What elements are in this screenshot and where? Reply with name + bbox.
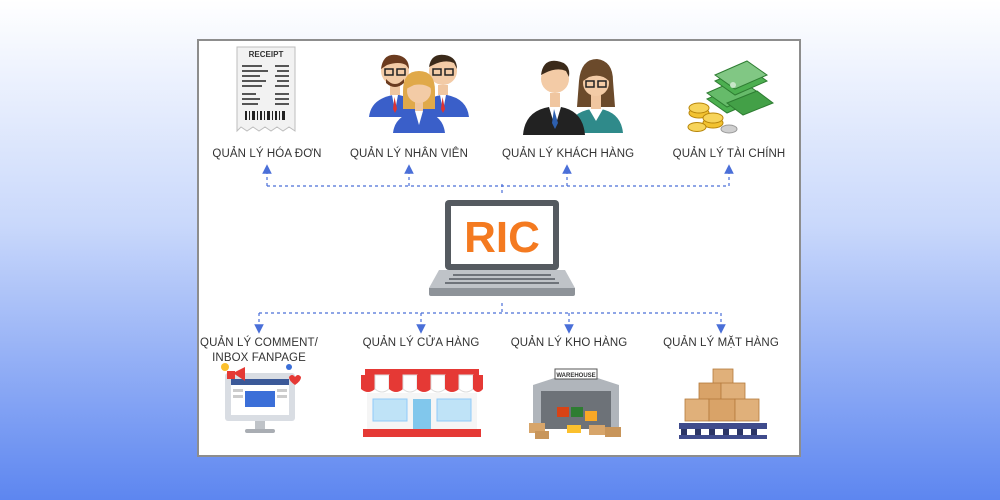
money-icon (687, 60, 775, 134)
laptop-icon: RIC (429, 200, 575, 296)
label-fanpage-line2: INBOX FANPAGE (212, 352, 306, 364)
receipt-icon: RECEIPT (236, 46, 296, 133)
label-quan-ly-nhan-vien: QUẢN LÝ NHÂN VIÊN (349, 148, 468, 160)
warehouse-icon: WAREHOUSE (529, 368, 621, 439)
label-quan-ly-hoa-don: QUẢN LÝ HÓA ĐƠN (212, 148, 322, 160)
label-quan-ly-cua-hang: QUẢN LÝ CỬA HÀNG (362, 337, 480, 349)
employees-icon (369, 54, 469, 133)
label-quan-ly-mat-hang: QUẢN LÝ MẶT HÀNG (663, 337, 779, 349)
label-quan-ly-tai-chinh: QUẢN LÝ TÀI CHÍNH (672, 148, 786, 160)
diagram-card: RECEIPT (197, 39, 801, 457)
connector-lines (254, 164, 734, 334)
goods-boxes-icon (679, 368, 767, 439)
label-quan-ly-comment-inbox-fanpage: QUẢN LÝ COMMENT/ INBOX FANPAGE (199, 336, 319, 366)
svg-text:RECEIPT: RECEIPT (249, 50, 284, 59)
label-fanpage-line1: QUẢN LÝ COMMENT/ (200, 337, 318, 349)
fanpage-icon (221, 363, 301, 433)
brand-text: RIC (464, 213, 540, 262)
label-quan-ly-kho-hang: QUẢN LÝ KHO HÀNG (510, 337, 628, 349)
label-quan-ly-khach-hang: QUẢN LÝ KHÁCH HÀNG (502, 148, 635, 160)
svg-text:WAREHOUSE: WAREHOUSE (556, 373, 595, 379)
customers-icon (523, 59, 623, 135)
store-icon (361, 369, 483, 437)
